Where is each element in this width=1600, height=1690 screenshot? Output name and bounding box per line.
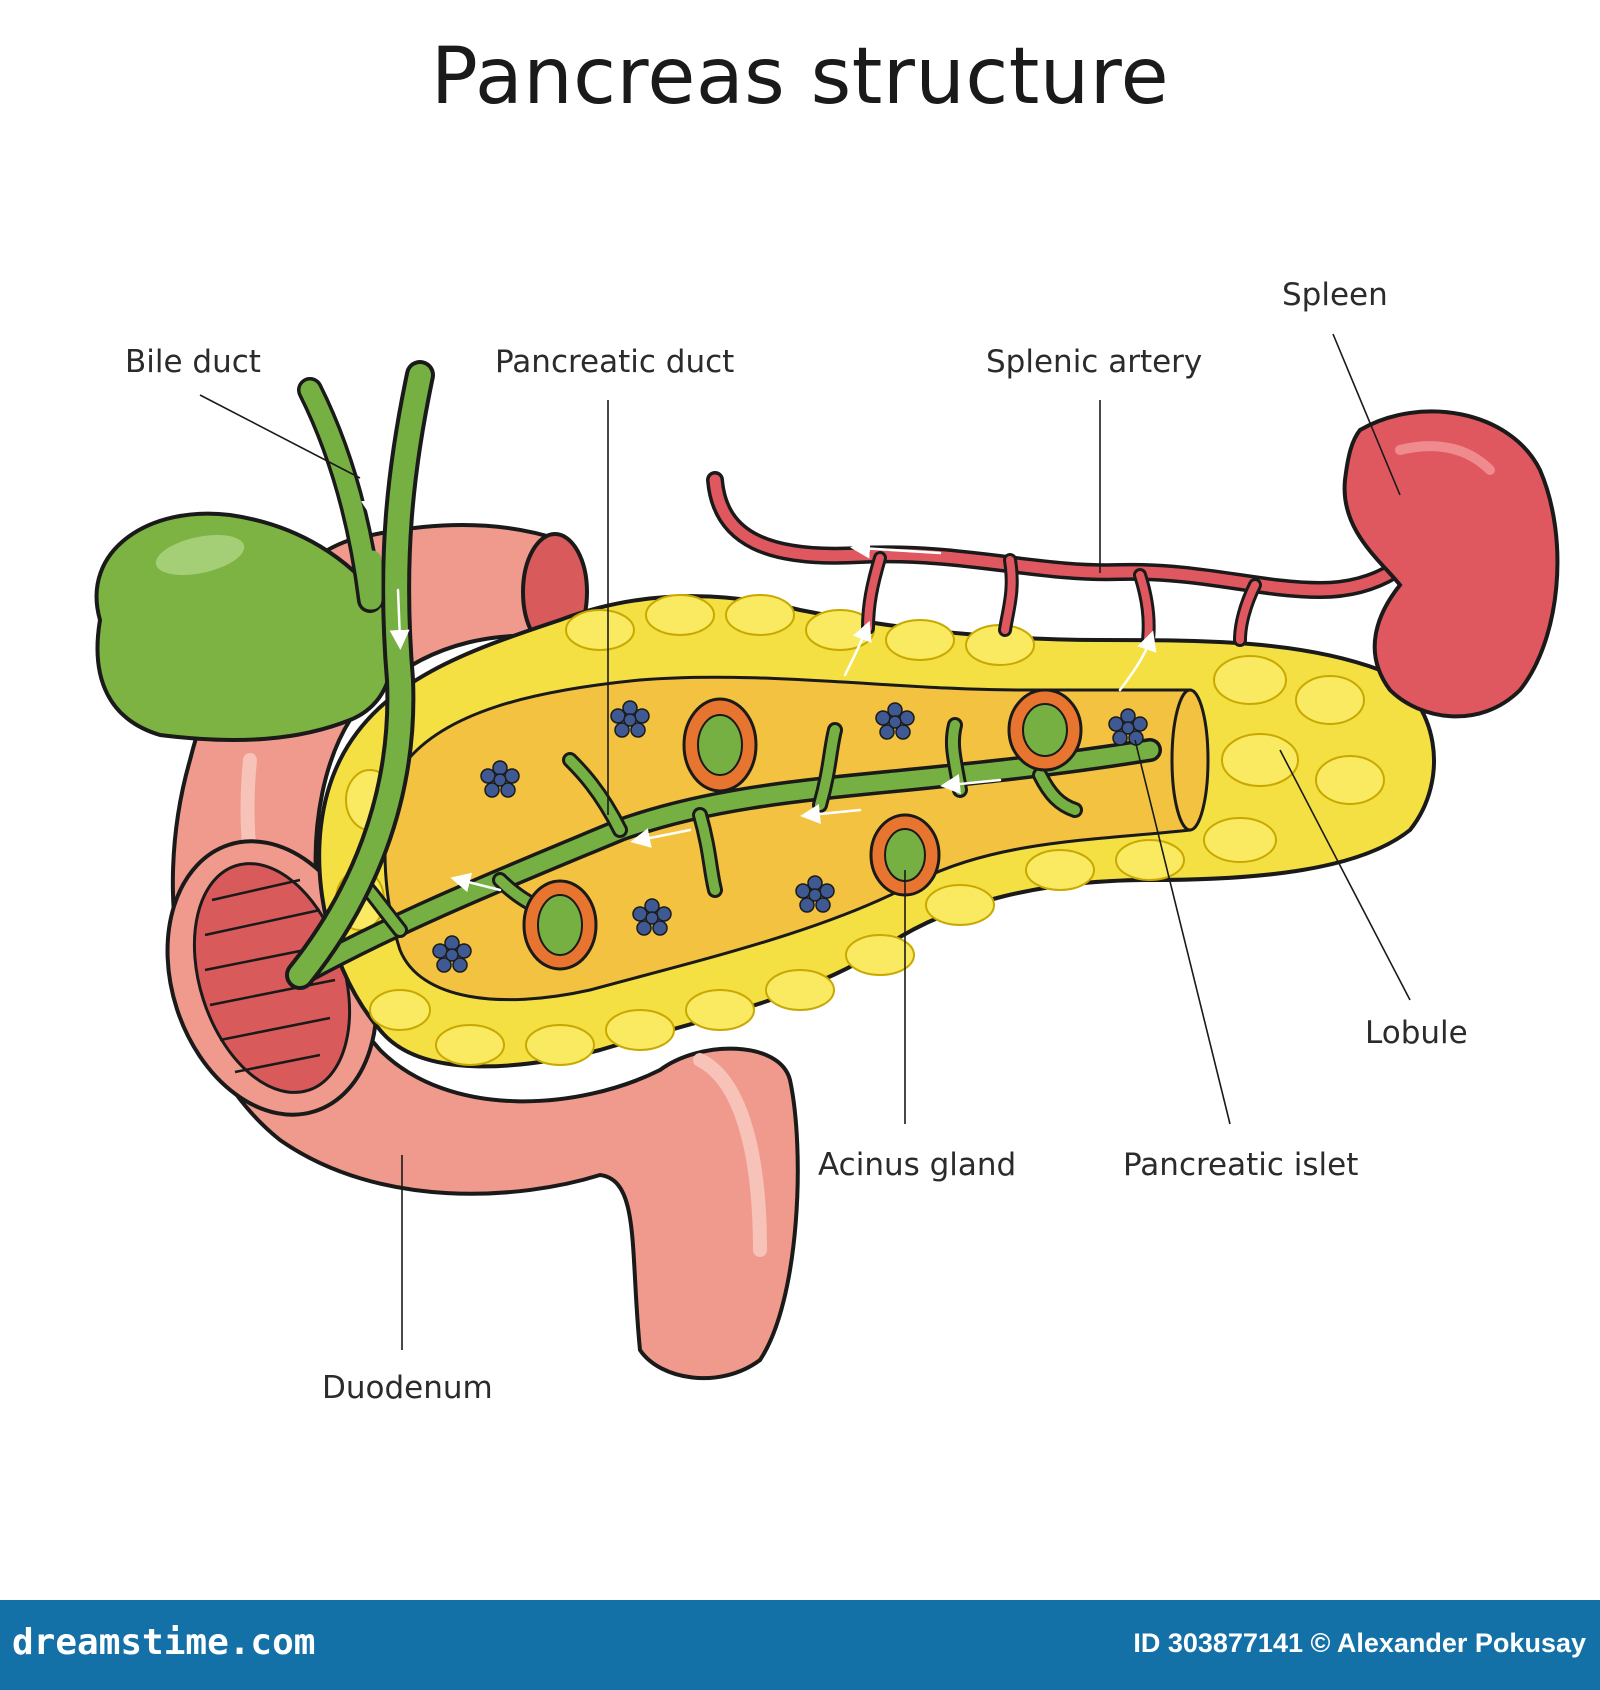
leader-lines	[199, 333, 1411, 1350]
spleen	[1342, 409, 1560, 719]
label-bile-duct: Bile duct	[125, 344, 261, 380]
bile-duct	[285, 360, 435, 990]
splenic-artery	[706, 471, 1449, 692]
label-pancreatic-duct: Pancreatic duct	[495, 344, 734, 380]
label-pancreatic-islet: Pancreatic islet	[1123, 1147, 1358, 1183]
leader-pancreatic-islet	[1134, 739, 1231, 1125]
pancreas-cut-end	[1170, 688, 1210, 832]
leader-lobule	[1279, 749, 1411, 1001]
label-lobule: Lobule	[1365, 1015, 1468, 1051]
duodenum	[165, 523, 800, 1381]
pancreatic-islets	[432, 700, 1148, 973]
pancreatic-islet	[610, 700, 650, 738]
pancreas-diagram: Bile duct Pancreatic duct Splenic artery…	[94, 277, 1560, 1406]
label-duodenum: Duodenum	[322, 1370, 493, 1406]
acinus-glands	[522, 688, 1083, 971]
footer-bar: dreamstime.com ID 303877141 © Alexander …	[0, 1600, 1600, 1690]
pancreatic-islet	[1108, 708, 1148, 746]
pancreatic-islet	[632, 898, 672, 936]
pancreatic-islet	[875, 702, 915, 740]
diagram-title: Pancreas structure	[430, 32, 1170, 122]
acinus-gland	[522, 879, 598, 971]
label-spleen: Spleen	[1282, 277, 1388, 313]
acinus-gland	[1007, 688, 1083, 772]
pancreatic-islet	[795, 875, 835, 913]
leader-spleen	[1332, 333, 1401, 496]
label-splenic-artery: Splenic artery	[986, 344, 1202, 380]
label-acinus-gland: Acinus gland	[818, 1147, 1016, 1183]
pancreatic-islet	[432, 935, 472, 973]
pancreatic-islet	[480, 760, 520, 798]
pancreatic-duct	[288, 717, 1162, 987]
footer-site[interactable]: dreamstime.com	[12, 1622, 316, 1663]
acinus-gland	[682, 697, 758, 793]
acinus-gland	[869, 813, 941, 897]
leader-bile-duct	[199, 394, 361, 479]
footer-credit: ID 303877141 © Alexander Pokusay	[1133, 1628, 1586, 1658]
